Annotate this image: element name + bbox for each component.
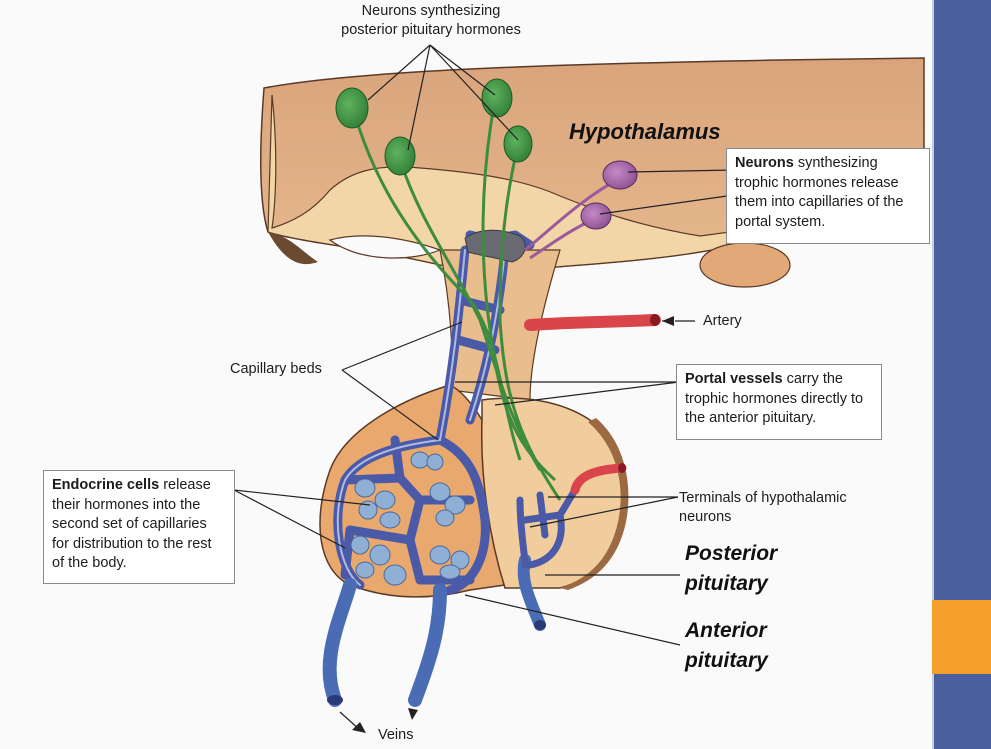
- posterior-neuron-bodies: [335, 78, 533, 176]
- slide-theme-sidebar: [932, 0, 991, 749]
- veins-arrowhead-right: [408, 708, 418, 720]
- neuron-body: [602, 160, 638, 190]
- endocrine-cells: [350, 451, 470, 586]
- artery-label: Artery: [703, 313, 742, 329]
- hypothalamus-label: Hypothalamus: [569, 119, 721, 144]
- neuron-body: [335, 87, 369, 129]
- trophic-neurons: [524, 160, 638, 260]
- vein-middle: [408, 583, 447, 707]
- veins-arrowhead-left: [352, 722, 366, 733]
- posterior-axons: [353, 99, 562, 501]
- neuron-body: [481, 78, 513, 118]
- vein-left: [322, 578, 357, 707]
- superior-hypophyseal-artery: [524, 314, 661, 331]
- posterior-pituitary-label: Posterior pituitary: [685, 542, 778, 595]
- leader-lines: [233, 44, 735, 731]
- terminals-label: Terminals of hypothalamic neurons: [679, 490, 847, 525]
- veins-label: Veins: [378, 727, 414, 743]
- anterior-pituitary-label: Anterior pituitary: [685, 619, 768, 672]
- capillary-beds-label: Capillary beds: [230, 361, 322, 377]
- portal-vessels-callout: Portal vessels carry the trophic hormone…: [676, 364, 882, 440]
- neuron-body: [503, 125, 533, 163]
- mammillary-body: [699, 242, 791, 288]
- inferior-hypophyseal-artery: [570, 463, 627, 495]
- ventricle: [267, 94, 925, 273]
- neuron-body: [580, 202, 612, 230]
- sidebar-accent-block: [932, 600, 991, 674]
- artery-arrowhead: [662, 316, 674, 326]
- endocrine-cells-callout: Endocrine cells release their hormones i…: [43, 470, 235, 584]
- neuron-body: [384, 136, 416, 176]
- trophic-neurons-callout: Neurons synthesizing trophic hormones re…: [726, 148, 930, 244]
- sidebar-edge: [932, 0, 934, 749]
- posterior-neurons-label: Neurons synthesizing posterior pituitary…: [341, 3, 521, 38]
